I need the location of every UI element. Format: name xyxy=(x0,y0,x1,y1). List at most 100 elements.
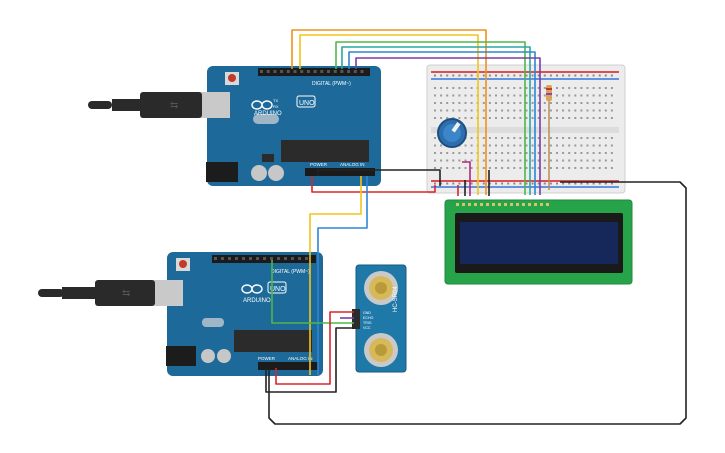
hole xyxy=(488,159,491,162)
hole xyxy=(610,182,613,185)
hole xyxy=(556,182,558,185)
hole xyxy=(610,137,613,139)
hole xyxy=(470,102,473,104)
hole xyxy=(525,117,528,119)
hole xyxy=(470,152,473,154)
hole xyxy=(546,203,549,206)
hole xyxy=(549,182,552,185)
ultrasonic-sensor[interactable]: HC-SR04 GND ECHO TRIG VCC xyxy=(352,264,407,373)
hole xyxy=(504,203,507,206)
hole xyxy=(488,137,491,139)
arduino-bottom[interactable]: ARDUINO UNO DIGITAL (PWM~) POWER ANALOG … xyxy=(166,252,323,376)
hole xyxy=(470,137,473,139)
hole xyxy=(482,167,485,169)
hole xyxy=(592,152,595,154)
hole xyxy=(440,109,443,112)
hole xyxy=(549,152,552,154)
hole xyxy=(464,152,467,154)
hole xyxy=(574,94,577,97)
tx-label: TX xyxy=(273,98,278,103)
hole xyxy=(604,74,607,77)
arduino-top[interactable]: ARDUINO UNO DIGITAL (PWM~) POWER ANALOG … xyxy=(206,66,381,186)
hole xyxy=(440,94,443,97)
hole xyxy=(592,182,595,185)
hole xyxy=(604,109,607,112)
hole xyxy=(482,74,485,77)
hole xyxy=(458,167,461,169)
hole xyxy=(221,257,224,260)
hole xyxy=(537,87,540,89)
hole xyxy=(568,102,571,104)
resistor[interactable] xyxy=(546,85,552,190)
lcd-display[interactable] xyxy=(444,199,633,285)
hole xyxy=(340,70,344,73)
hole xyxy=(543,87,546,89)
hole xyxy=(519,109,522,112)
hole xyxy=(556,74,558,77)
hole xyxy=(586,74,589,77)
hole xyxy=(470,74,473,77)
hole xyxy=(495,159,497,162)
hole xyxy=(562,87,565,89)
hole xyxy=(513,74,516,77)
hole xyxy=(525,137,528,139)
hole xyxy=(480,203,483,206)
hole xyxy=(568,152,571,154)
hole xyxy=(498,203,501,206)
hole xyxy=(549,74,552,77)
hole xyxy=(586,87,589,89)
hole xyxy=(580,137,583,139)
hole xyxy=(562,102,565,104)
hole xyxy=(293,70,297,73)
hole xyxy=(568,137,571,139)
hole xyxy=(482,117,485,119)
hole xyxy=(531,167,534,169)
hole xyxy=(507,137,510,139)
hole xyxy=(256,257,259,260)
hole xyxy=(488,109,491,112)
hole xyxy=(556,102,558,104)
hole xyxy=(513,117,516,119)
hole xyxy=(537,117,540,119)
potentiometer[interactable] xyxy=(437,118,467,148)
hole xyxy=(464,102,467,104)
hole xyxy=(501,152,504,154)
hole xyxy=(598,144,601,147)
hole xyxy=(266,70,270,73)
hole xyxy=(525,94,528,97)
hole xyxy=(604,167,607,169)
hole xyxy=(434,74,436,77)
hole xyxy=(470,87,473,89)
hole xyxy=(537,109,540,112)
analog-label-bottom: ANALOG IN xyxy=(288,356,313,361)
hole xyxy=(507,117,510,119)
hole xyxy=(298,257,301,260)
wire-green xyxy=(335,41,526,195)
hole xyxy=(501,87,504,89)
hole xyxy=(525,109,528,112)
wire-red-top xyxy=(311,176,436,193)
hole xyxy=(286,70,290,73)
wire-green-sensor xyxy=(271,258,354,324)
hole xyxy=(531,117,534,119)
hole xyxy=(486,203,489,206)
hole xyxy=(525,182,528,185)
digital-label-top: DIGITAL (PWM~) xyxy=(312,81,351,87)
hole xyxy=(458,182,461,185)
hole xyxy=(568,109,571,112)
hole xyxy=(333,70,337,73)
hole xyxy=(592,167,595,169)
hole xyxy=(507,144,510,147)
hole xyxy=(507,182,510,185)
hole xyxy=(543,144,546,147)
hole xyxy=(610,167,613,169)
hole xyxy=(452,159,455,162)
hole xyxy=(482,182,485,185)
hole xyxy=(592,102,595,104)
hole xyxy=(586,167,589,169)
hole xyxy=(543,159,546,162)
hole xyxy=(495,117,497,119)
hole xyxy=(592,159,595,162)
hole xyxy=(519,94,522,97)
